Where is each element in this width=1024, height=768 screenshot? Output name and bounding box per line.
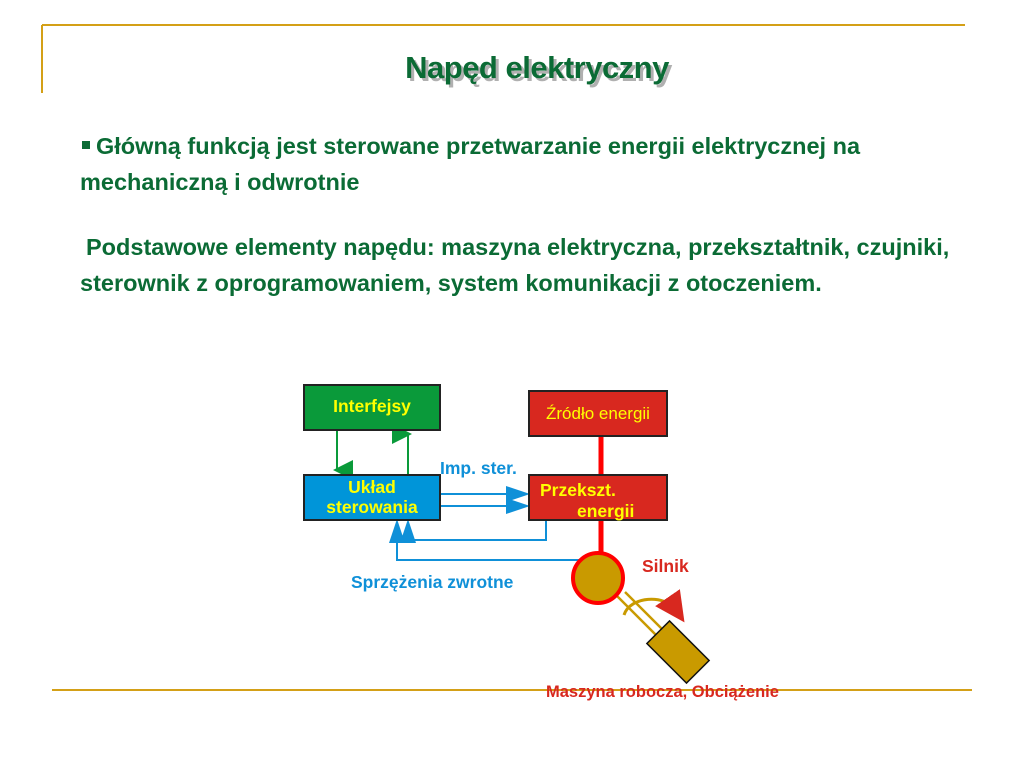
feedback-label: Sprzężenia zwrotne (351, 572, 514, 592)
paragraph-elements: Podstawowe elementy napędu: maszyna elek… (80, 234, 950, 296)
control-label-2: sterowania (326, 497, 418, 517)
energy-source-box: Źródło energii (528, 390, 668, 437)
motor-shaft-a (616, 595, 658, 637)
converter-label-2: energii (577, 501, 635, 521)
control-label-1: Układ (348, 477, 396, 497)
motor-shaft-b (624, 591, 666, 633)
bullet-text: Główną funkcją jest sterowane przetwarza… (80, 133, 861, 195)
control-pulses-label: Imp. ster. (440, 458, 517, 478)
motor-label: Silnik (642, 556, 689, 576)
energy-source-label: Źródło energii (546, 404, 650, 423)
converter-label-1: Przekszt. (540, 480, 616, 500)
converter-box: Przekszt.energii (528, 474, 668, 521)
load-machine-icon (645, 619, 711, 685)
motor-icon (571, 551, 625, 605)
feedback-converter (400, 519, 547, 543)
square-bullet-icon (82, 140, 90, 149)
slide-title: Napęd elektryczny (405, 50, 669, 85)
interfaces-label: Interfejsy (333, 396, 411, 416)
bullet-main-function: Główną funkcją jest sterowane przetwarza… (80, 129, 980, 200)
feedback-motor (389, 519, 580, 561)
rotation-arrow-icon (622, 589, 685, 623)
load-label: Maszyna robocza, Obciążenie (546, 683, 779, 701)
interfaces-box: Interfejsy (303, 384, 441, 431)
